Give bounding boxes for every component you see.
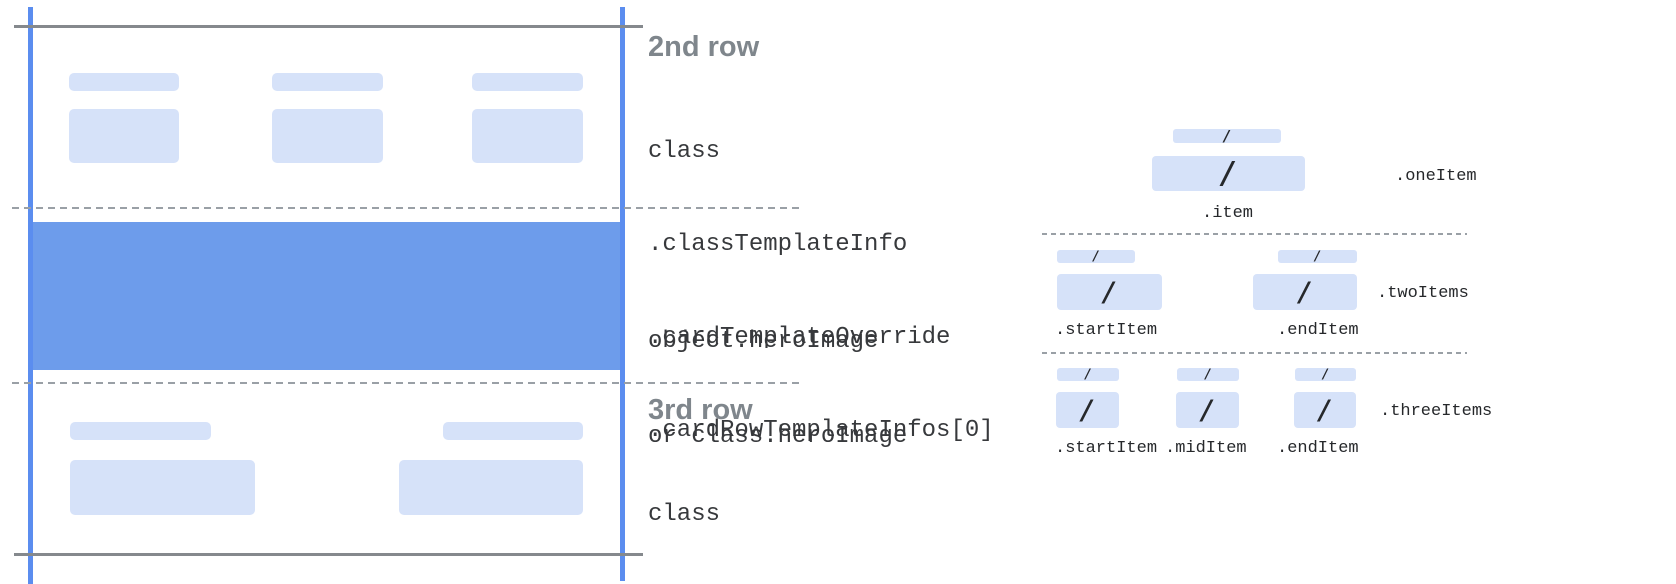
twoitems-end-value-bar: / (1253, 274, 1357, 310)
oneitem-item-label-bar: / (1173, 126, 1281, 145)
row3-start-value-chip (70, 460, 255, 515)
row2-class-path-line: .classTemplateInfo (648, 231, 908, 258)
twoitems-threeitems-dashed-separator (1042, 352, 1467, 354)
threeitems-row-name: .threeItems (1380, 402, 1493, 421)
row2-col2-value-chip (272, 109, 383, 163)
twoitems-start-value-bar: / (1057, 274, 1162, 310)
row3-heading: 3rd row (648, 394, 753, 426)
enditem-label: .endItem (1277, 321, 1359, 340)
slash-glyph: / (1222, 126, 1232, 145)
twoitems-end-label-bar: / (1278, 250, 1357, 263)
slash-glyph: / (1092, 249, 1100, 264)
card-left-guide-line (28, 7, 33, 584)
card-bottom-frame-line (14, 553, 643, 556)
twoitems-start-label-bar: / (1057, 250, 1135, 263)
hero-row3-dashed-separator (12, 382, 801, 384)
hero-class-path-line: or class.heroImage (648, 423, 908, 450)
hero-class-path: object.heroImage or class.heroImage (648, 262, 907, 516)
row2-col3-label-chip (472, 73, 583, 91)
startitem-label: .startItem (1055, 439, 1158, 458)
row3-class-path: class .classTemplateInfo .cardTemplateOv… (648, 437, 994, 584)
row2-class-path-line: .cardTemplateOverride (648, 324, 951, 351)
slash-glyph: / (1079, 394, 1096, 426)
row3-end-value-chip (399, 460, 583, 515)
threeitems-start-value-bar: / (1056, 392, 1119, 428)
slash-glyph: / (1316, 394, 1334, 426)
card-right-guide-line (620, 7, 625, 581)
threeitems-mid-label-bar: / (1177, 368, 1239, 381)
slash-glyph: / (1219, 156, 1238, 191)
row3-end-label-chip (443, 422, 583, 440)
threeitems-end-value-bar: / (1294, 392, 1356, 428)
oneitem-item-value-bar: / (1152, 156, 1305, 191)
hero-class-path-line: object.heroImage (648, 328, 879, 355)
startitem-label: .startItem (1055, 321, 1158, 340)
enditem-label: .endItem (1277, 439, 1359, 458)
row2-col3-value-chip (472, 109, 583, 163)
hero-image-band (33, 222, 620, 370)
slash-glyph: / (1313, 249, 1322, 264)
threeitems-end-label-bar: / (1295, 368, 1356, 381)
oneitem-twoitems-dashed-separator (1042, 233, 1467, 235)
row2-class-path-line: class (648, 138, 721, 165)
row3-class-path-line: class (648, 501, 721, 528)
row2-col2-label-chip (272, 73, 383, 91)
miditem-label: .midItem (1165, 439, 1247, 458)
card-top-frame-line (14, 25, 643, 28)
row2-hero-dashed-separator (12, 207, 801, 209)
threeitems-mid-value-bar: / (1176, 392, 1239, 428)
row2-class-path: class .classTemplateInfo .cardTemplateOv… (648, 74, 994, 508)
slash-glyph: / (1199, 394, 1216, 426)
twoitems-row-name: .twoItems (1377, 284, 1469, 303)
slash-glyph: / (1084, 367, 1092, 382)
row2-class-path-line: .cardRowTemplateInfos[0] (648, 417, 994, 444)
row2-col1-label-chip (69, 73, 179, 91)
oneitem-row-name: .oneItem (1395, 167, 1477, 186)
row2-heading: 2nd row (648, 31, 760, 63)
row3-start-label-chip (70, 422, 211, 440)
threeitems-start-label-bar: / (1057, 368, 1119, 381)
row2-col1-value-chip (69, 109, 179, 163)
slash-glyph: / (1101, 276, 1118, 308)
slash-glyph: / (1321, 367, 1330, 382)
slash-glyph: / (1296, 276, 1314, 308)
item-label: .item (1202, 204, 1254, 223)
slash-glyph: / (1204, 367, 1212, 382)
